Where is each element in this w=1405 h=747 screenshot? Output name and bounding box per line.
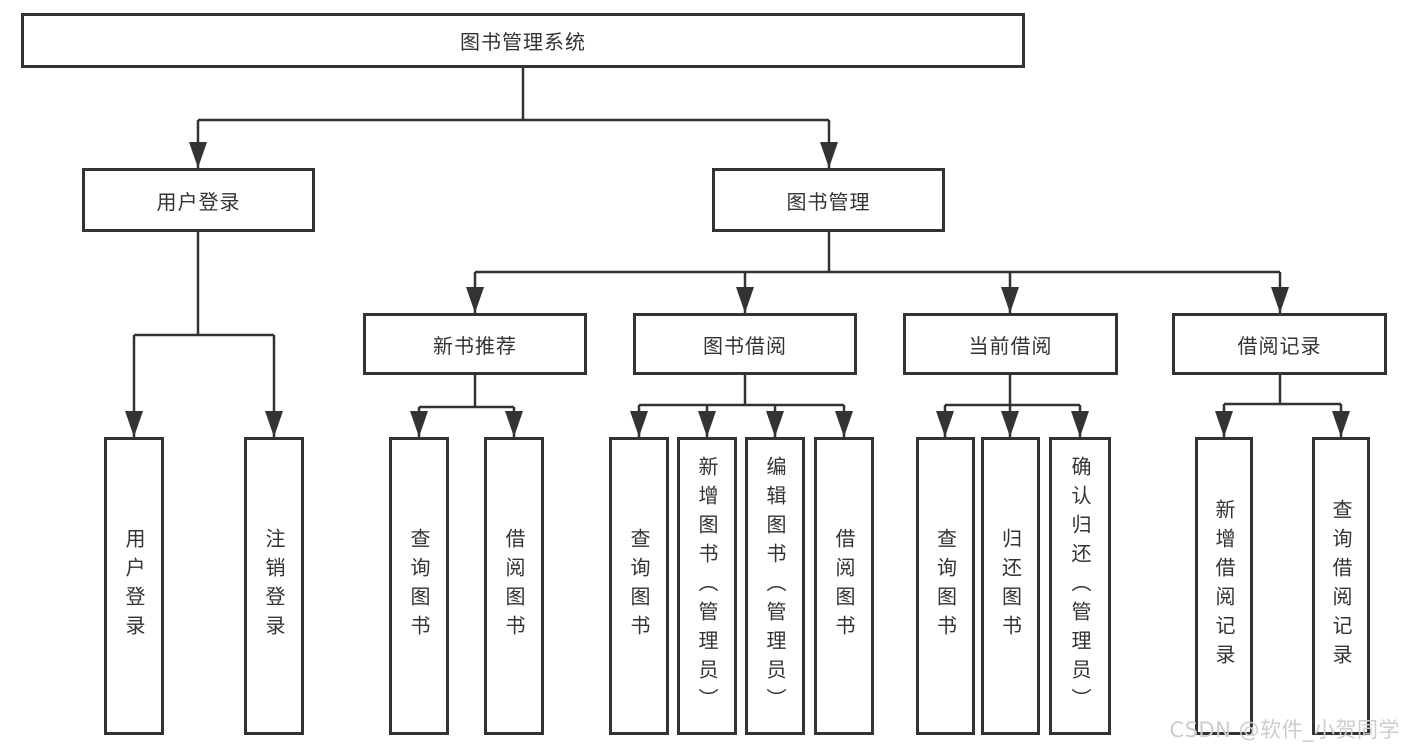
leaf-borrow-add-books-admin-label: 新增图书（管理员）: [695, 455, 719, 717]
leaf-records-query-record: 查询借阅记录: [1312, 437, 1370, 735]
leaf-user-login-label: 用户登录: [122, 528, 146, 644]
node-new-book-recommend: 新书推荐: [363, 313, 587, 375]
leaf-current-query-books-label: 查询图书: [933, 528, 958, 644]
csdn-watermark: CSDN @软件_小贺同学: [1169, 718, 1400, 742]
leaf-borrow-query-books: 查询图书: [609, 437, 669, 735]
leaf-newbooks-query-books: 查询图书: [389, 437, 449, 735]
leaf-borrow-edit-books-admin-label: 编辑图书（管理员）: [763, 455, 787, 717]
leaf-logout: 注销登录: [244, 437, 304, 735]
node-book-borrow-label: 图书借阅: [703, 333, 787, 358]
leaf-borrow-borrow-books-label: 借阅图书: [832, 528, 856, 644]
leaf-records-query-record-label: 查询借阅记录: [1329, 499, 1353, 673]
leaf-newbooks-query-books-label: 查询图书: [407, 528, 431, 644]
leaf-user-login: 用户登录: [104, 437, 164, 735]
node-book-management-label: 图书管理: [786, 189, 871, 214]
node-book-management: 图书管理: [712, 168, 945, 232]
leaf-borrow-add-books-admin: 新增图书（管理员）: [677, 437, 737, 735]
leaf-current-confirm-return-admin: 确认归还（管理员）: [1049, 437, 1111, 735]
node-user-login-label: 用户登录: [156, 189, 241, 214]
leaf-newbooks-borrow-books: 借阅图书: [484, 437, 544, 735]
leaf-current-return-books: 归还图书: [981, 437, 1040, 735]
node-new-book-recommend-label: 新书推荐: [433, 333, 517, 358]
node-root-label: 图书管理系统: [460, 30, 586, 54]
leaf-current-return-books-label: 归还图书: [998, 528, 1023, 644]
leaf-current-confirm-return-admin-label: 确认归还（管理员）: [1068, 455, 1092, 717]
leaf-records-add-record-label: 新增借阅记录: [1212, 499, 1236, 673]
leaf-records-add-record: 新增借阅记录: [1195, 437, 1253, 735]
node-root: 图书管理系统: [21, 13, 1025, 68]
leaf-current-query-books: 查询图书: [916, 437, 975, 735]
node-borrow-records: 借阅记录: [1172, 313, 1387, 375]
node-borrow-records-label: 借阅记录: [1237, 333, 1322, 358]
node-current-borrow-label: 当前借阅: [968, 333, 1053, 358]
leaf-newbooks-borrow-books-label: 借阅图书: [502, 528, 526, 644]
leaf-borrow-borrow-books: 借阅图书: [814, 437, 874, 735]
leaf-borrow-edit-books-admin: 编辑图书（管理员）: [745, 437, 805, 735]
node-book-borrow: 图书借阅: [633, 313, 857, 375]
leaf-borrow-query-books-label: 查询图书: [627, 528, 651, 644]
node-current-borrow: 当前借阅: [903, 313, 1118, 375]
leaf-logout-label: 注销登录: [262, 528, 286, 644]
node-user-login: 用户登录: [82, 168, 315, 232]
